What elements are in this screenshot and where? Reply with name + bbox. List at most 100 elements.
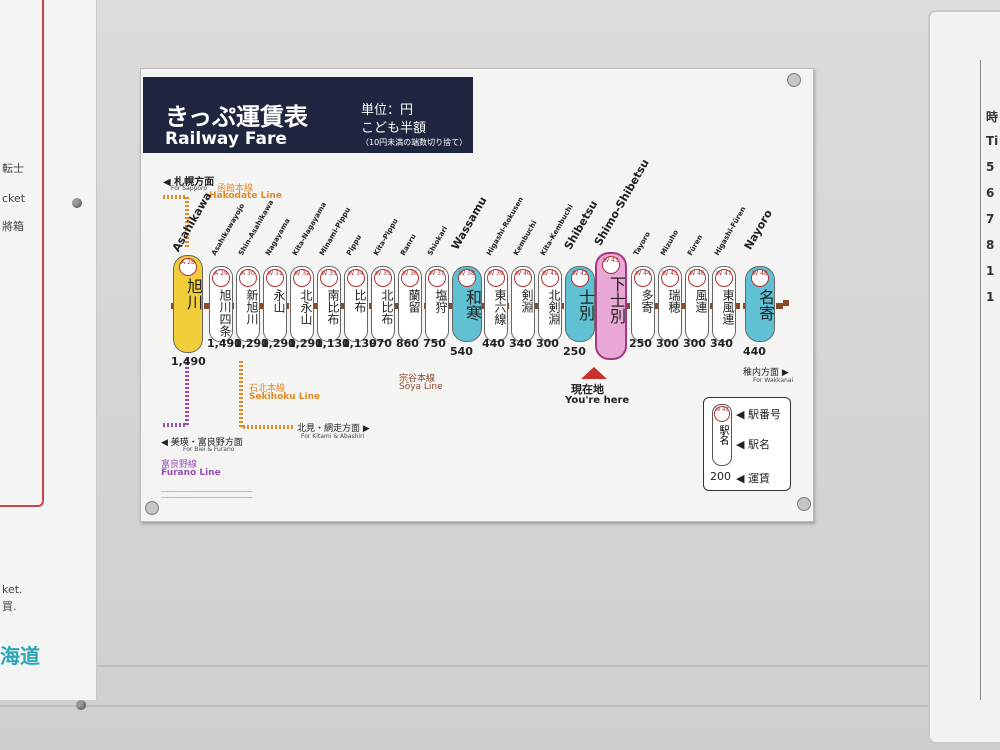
station-fare: 1,290 [234, 337, 269, 350]
station-name: 北比布 [380, 289, 394, 325]
timetable-grid [980, 60, 1000, 700]
station-7: W 35 北比布 [371, 266, 395, 342]
soya-line-label: 宗谷本線 [399, 374, 436, 384]
station-name: 東六線 [493, 289, 507, 325]
station-fare: 1,290 [288, 337, 323, 350]
station-fare: 440 [482, 337, 505, 350]
fine-print: ────────────────────────────────────────… [161, 489, 253, 500]
station-number: W 33 [320, 269, 338, 287]
chart-subtitle: Railway Fare [165, 129, 287, 149]
station-fare: 1,490 [171, 355, 206, 368]
timetable-cell: 6 [986, 186, 995, 200]
kitami-direction: 北見・網走方面 ▶ [297, 424, 370, 434]
poster-red-frame [0, 0, 44, 507]
hakodate-line-label: 函館本線 [217, 184, 254, 194]
station-10: W 38 和寒 [452, 266, 482, 342]
timetable-cell: 1 [986, 290, 995, 304]
current-location-en: You're here [565, 395, 630, 406]
station-number: A 28 [179, 258, 197, 276]
pushpin [72, 198, 82, 208]
station-name: 新旭川 [245, 289, 259, 325]
station-fare: 1,130 [315, 337, 350, 350]
station-name: 永山 [272, 289, 286, 313]
station-name: 東風連 [721, 289, 735, 325]
station-fare: 860 [396, 337, 419, 350]
station-number: W 45 [661, 269, 679, 287]
screw [797, 497, 811, 511]
wall-seam [0, 705, 1000, 707]
station-number: W 32 [293, 269, 311, 287]
wakkanai-direction-en: For Wakkanai [753, 377, 794, 384]
timetable-cell: 時 [986, 110, 999, 124]
poster-text: 將箱 [2, 220, 24, 233]
station-number: W 40 [514, 269, 532, 287]
station-fare: 750 [423, 337, 446, 350]
station-number: W 42 [571, 269, 589, 287]
poster-text: cket [2, 192, 26, 205]
station-name: 旭川 [184, 278, 203, 310]
station-fare: 300 [656, 337, 679, 350]
sapporo-direction-en: For Sapporo [171, 185, 208, 192]
left-poster: 転士 cket 將箱 ket. 買. 海道 [0, 0, 97, 700]
timetable-cell: 7 [986, 212, 995, 226]
fare-chart-header: きっぷ運賃表 Railway Fare 単位：円 こども半額 （10円未満の端数… [143, 77, 473, 153]
sekihoku-line-label-en: Sekihoku Line [249, 392, 321, 402]
current-location-jp: 現在地 [571, 383, 604, 396]
station-fare: 340 [710, 337, 733, 350]
station-name: 名寄 [756, 289, 775, 321]
legend-station-name: 駅名 [717, 425, 728, 445]
station-name: 北永山 [299, 289, 313, 325]
station-name: 比布 [353, 289, 367, 313]
legend-name-label: ◀ 駅名 [736, 438, 770, 451]
station-number: W 37 [428, 269, 446, 287]
station-name: 剣淵 [520, 289, 534, 313]
station-name: 旭川四条 [218, 289, 232, 337]
timetable-cell: 5 [986, 160, 995, 174]
legend-fare-label: ◀ 運賃 [736, 472, 770, 485]
timetable-cell: 8 [986, 238, 995, 252]
station-number: W 41 [541, 269, 559, 287]
pushpin [76, 700, 86, 710]
station-number: W 46 [688, 269, 706, 287]
legend-station-number: W 43 [714, 406, 730, 422]
station-number: W 39 [487, 269, 505, 287]
timetable-cell: 1 [986, 264, 995, 278]
station-number: W 38 [458, 269, 476, 287]
station-19: W 47 東風連 [712, 266, 736, 342]
timetable-cell: Ti [986, 134, 999, 148]
station-name: 多寄 [640, 289, 654, 313]
wall-seam [0, 665, 1000, 667]
legend-number-label: ◀ 駅番号 [736, 408, 781, 421]
station-fare: 250 [563, 345, 586, 358]
hakodate-line-label-en: Hakodate Line [209, 191, 282, 201]
furano-line-label: 富良野線 [161, 460, 198, 470]
station-2: A 30 新旭川 [236, 266, 260, 342]
station-fare: 540 [450, 345, 473, 358]
screw [145, 501, 159, 515]
poster-text: ket. [2, 583, 23, 596]
current-location-marker [581, 367, 607, 379]
station-fare: 1,290 [261, 337, 296, 350]
station-fare: 340 [509, 337, 532, 350]
station-12: W 40 剣淵 [511, 266, 535, 342]
station-name: 和寒 [463, 289, 482, 321]
unit-label: 単位：円 [361, 103, 414, 118]
station-number: A 30 [239, 269, 257, 287]
station-number: W 35 [374, 269, 392, 287]
station-fare: 300 [536, 337, 559, 350]
station-number: W 47 [715, 269, 733, 287]
chart-title: きっぷ運賃表 [165, 103, 309, 131]
sapporo-direction: ◀ 札幌方面 [163, 177, 215, 188]
station-4: W 32 北永山 [290, 266, 314, 342]
wakkanai-direction: 稚内方面 ▶ [743, 368, 789, 378]
